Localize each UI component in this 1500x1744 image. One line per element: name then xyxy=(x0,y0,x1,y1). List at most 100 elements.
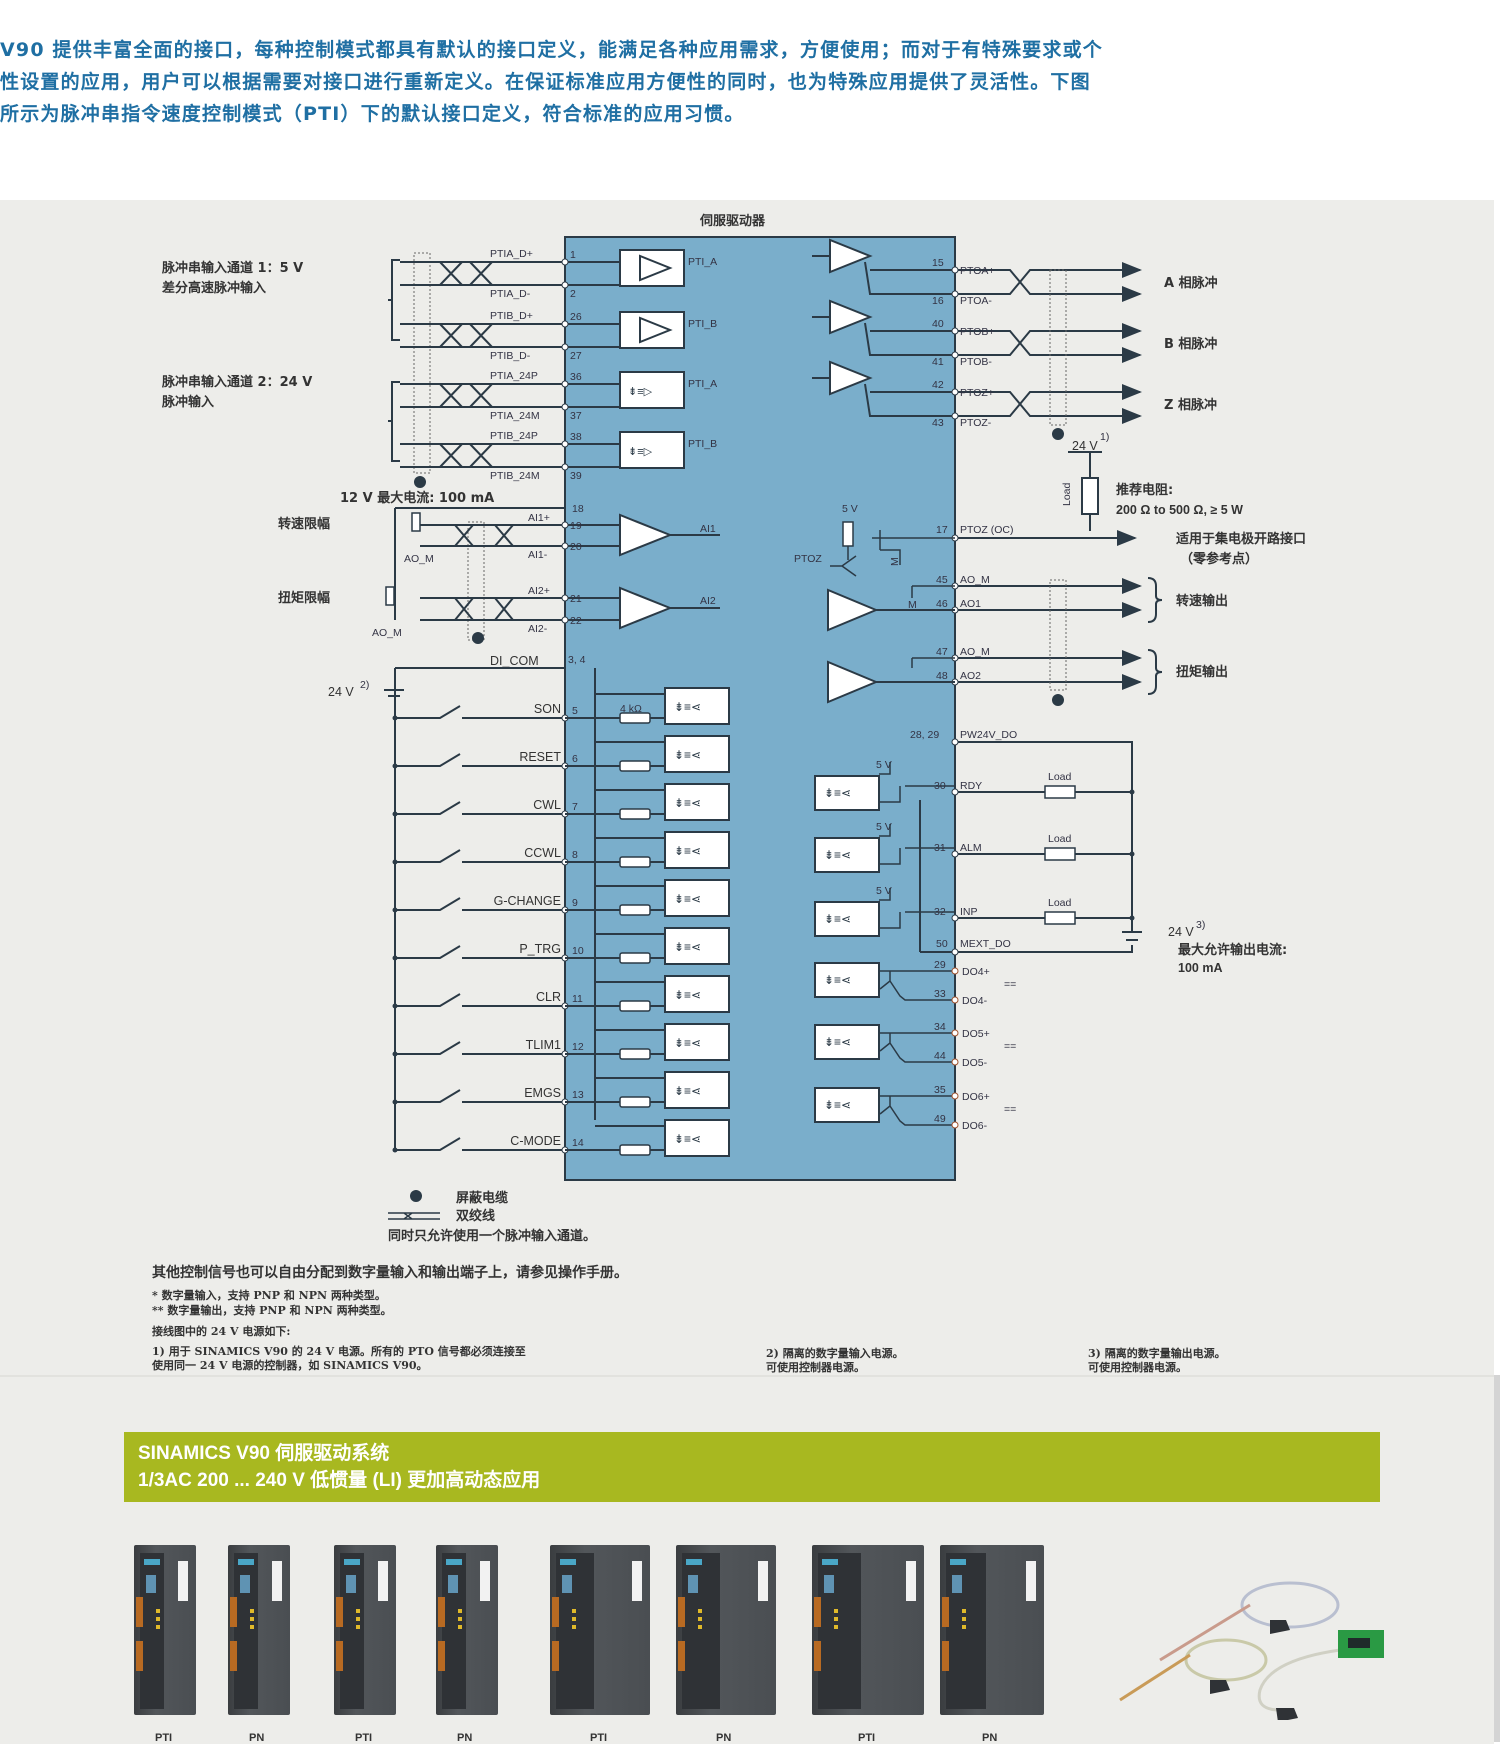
drive-connector xyxy=(814,1641,821,1671)
mosfet-icon xyxy=(879,888,955,929)
signal-label-ptia_d+: PTIA_D+ xyxy=(490,248,533,260)
do-label-inp: INP xyxy=(960,906,978,918)
optocoupler-glyph: ⇟≡⋖ xyxy=(674,1084,701,1098)
pin-35: 35 xyxy=(934,1084,946,1096)
drive-led xyxy=(356,1609,360,1613)
drive-connector xyxy=(336,1641,343,1671)
pin-9: 9 xyxy=(572,897,578,909)
pin-2: 2 xyxy=(570,288,576,300)
switch-tlim1 xyxy=(395,1041,565,1055)
load-label: Load xyxy=(1048,833,1072,845)
signal-label-ptib_d+: PTIB_D+ xyxy=(490,310,533,322)
pto-minus-label: PTOB- xyxy=(960,356,992,368)
analog-input-amplifiers xyxy=(619,513,720,630)
pin-38: 38 xyxy=(570,431,582,443)
switch-son xyxy=(395,705,565,719)
terminal-31 xyxy=(951,850,959,858)
ground-icon xyxy=(414,476,426,488)
pin-7: 7 xyxy=(572,801,578,813)
drive-display xyxy=(822,1559,838,1565)
drive-connector xyxy=(336,1597,343,1627)
drive-type-label: PTI xyxy=(155,1732,173,1744)
do-pair-minus: DO6- xyxy=(962,1120,988,1132)
optocoupler-icon xyxy=(814,962,880,998)
ao-label-ao1: AO1 xyxy=(960,598,981,610)
legend-shield: 屏蔽电缆 xyxy=(456,1190,508,1206)
drive-sticker xyxy=(378,1561,388,1601)
di-label-emgs: EMGS xyxy=(524,1086,561,1100)
drive-product-3 xyxy=(334,1545,396,1715)
drive-sticker xyxy=(1026,1561,1036,1601)
junction-dot xyxy=(392,1051,398,1057)
drive-led xyxy=(156,1625,160,1629)
optocoupler-icon xyxy=(664,1071,730,1109)
scrollbar[interactable] xyxy=(1494,1375,1500,1742)
footnote-1: 1) 用于 SINAMICS V90 的 24 V 电源。所有的 PTO 信号都… xyxy=(152,1345,526,1373)
terminal-19 xyxy=(561,521,569,529)
pin-33: 33 xyxy=(934,988,946,1000)
terminal-40 xyxy=(951,327,959,335)
do-pair-minus: DO4- xyxy=(962,995,988,1007)
ground-icon xyxy=(1052,694,1064,706)
di-label-clr: CLR xyxy=(536,990,561,1004)
pin-45: 45 xyxy=(936,574,948,586)
switch-emgs xyxy=(395,1089,565,1103)
do-pair-minus: DO5- xyxy=(962,1057,988,1069)
optocoupler-icon xyxy=(664,687,730,725)
footnote-3: 3) 隔离的数字量输出电源。 可使用控制器电源。 xyxy=(1088,1347,1226,1375)
load-label: Load xyxy=(1061,482,1073,506)
terminal-27 xyxy=(561,343,569,351)
drive-keypad xyxy=(562,1575,572,1593)
pin-8: 8 xyxy=(572,849,578,861)
drive-led xyxy=(962,1609,966,1613)
drive-led xyxy=(156,1609,160,1613)
twisted-pair-cross xyxy=(469,261,493,286)
load-label: Load xyxy=(1048,897,1072,909)
do-pair-plus: DO6+ xyxy=(962,1091,990,1103)
optocoupler-glyph: ⇟≡⋖ xyxy=(674,748,701,762)
ao-label-ao_m: AO_M xyxy=(960,646,990,658)
terminal-41 xyxy=(951,351,959,359)
pto-minus-wire xyxy=(864,261,1142,295)
twisted-pair-cross xyxy=(439,323,463,348)
resistor-icon xyxy=(619,904,651,916)
di-label-reset: RESET xyxy=(519,750,561,764)
terminal-26 xyxy=(561,320,569,328)
drive-display xyxy=(238,1559,254,1565)
switch-ccwl xyxy=(395,849,565,863)
pto-minus-wire xyxy=(864,322,1142,356)
pto-plus-label: PTOA+ xyxy=(960,265,995,277)
pin-43: 43 xyxy=(932,417,944,429)
switch-cwl xyxy=(395,801,565,815)
drive-led xyxy=(250,1617,254,1621)
analog-output-amplifiers xyxy=(827,585,955,704)
drive-led xyxy=(156,1617,160,1621)
do-label-alm: ALM xyxy=(960,842,982,854)
pto-plus-label: PTOB+ xyxy=(960,326,995,338)
ao-m-ground: M xyxy=(908,599,917,611)
junction-dot xyxy=(1129,789,1135,795)
drive-product-6 xyxy=(676,1545,776,1715)
drive-led xyxy=(962,1617,966,1621)
footnote-3-line: 可使用控制器电源。 xyxy=(1088,1361,1187,1374)
pin-27: 27 xyxy=(570,350,582,362)
resistor-icon xyxy=(619,1048,651,1060)
optocoupler-glyph: ⇟≡⋖ xyxy=(674,700,701,714)
drive-product-7 xyxy=(812,1545,924,1715)
footnote-2-line: 2) 隔离的数字量输入电源。 xyxy=(766,1347,904,1360)
di-com-label: DI_COM xyxy=(490,654,539,668)
drive-type-label: PTI xyxy=(590,1732,608,1744)
terminal-44 xyxy=(951,1058,959,1066)
di-supply-note: 2) xyxy=(360,679,369,691)
drive-keypad xyxy=(240,1575,250,1593)
pin-6: 6 xyxy=(572,753,578,765)
potentiometer-icon xyxy=(411,512,421,532)
speed-limit-label: 转速限幅 xyxy=(278,516,330,532)
ao-label-ao2: AO2 xyxy=(960,670,981,682)
drive-display xyxy=(446,1559,462,1565)
switch-p_trg xyxy=(395,945,565,959)
drive-led xyxy=(698,1609,702,1613)
battery-icon xyxy=(1122,931,1142,941)
pto-output-label: B 相脉冲 xyxy=(1164,336,1217,352)
internal-pti-b: PTI_B xyxy=(688,318,717,330)
